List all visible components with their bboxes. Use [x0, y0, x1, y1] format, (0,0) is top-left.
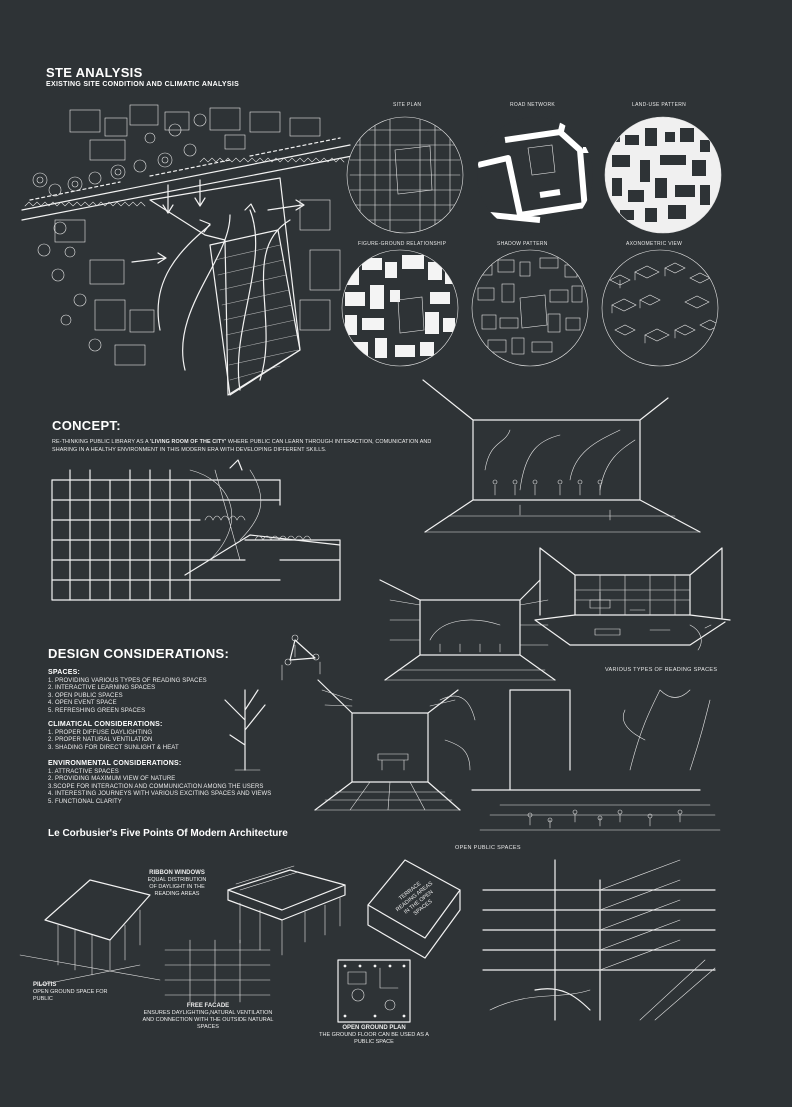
open-public-caption: OPEN PUBLIC SPACES [455, 845, 521, 851]
map-label-figure-ground: FIGURE-GROUND RELATIONSHIP [358, 241, 447, 247]
map-label-shadow-pattern: SHADOW PATTERN [497, 241, 548, 247]
open-plan-label: OPEN GROUND PLAN THE GROUND FLOOR CAN BE… [304, 1025, 444, 1046]
label-title: PILOTIS [33, 982, 57, 988]
list-item: 3. OPEN PUBLIC SPACES [48, 692, 123, 699]
concept-text: RE-THINKING PUBLIC LIBRARY AS A 'LIVING … [52, 439, 432, 453]
ribbon-windows-label: RIBBON WINDOWS EQUAL DISTRIBUTION OF DAY… [142, 870, 212, 898]
environmental-list: 1. ATTRACTIVE SPACES 2. PROVIDING MAXIMU… [48, 769, 271, 806]
list-item: 3.SCOPE FOR INTERACTION AND COMMUNICATIO… [48, 783, 264, 790]
label-title: RIBBON WINDOWS [149, 870, 205, 876]
map-label-land-use: LAND-USE PATTERN [632, 102, 687, 108]
environmental-heading: ENVIRONMENTAL CONSIDERATIONS: [48, 760, 182, 767]
map-label-axonometric: AXONOMETRIC VIEW [626, 241, 683, 247]
pilotis-label: PILOTIS OPEN GROUND SPACE FOR PUBLIC [33, 982, 107, 1003]
list-item: 3. SHADING FOR DIRECT SUNLIGHT & HEAT [48, 744, 179, 751]
corbusier-title: Le Corbusier's Five Points Of Modern Arc… [48, 828, 288, 839]
label-line: AND CONNECTION WITH THE OUTSIDE NATURAL [142, 1017, 274, 1023]
climatic-list: 1. PROPER DIFFUSE DAYLIGHTING 2. PROPER … [48, 730, 179, 752]
label-line: SPACES [197, 1024, 219, 1030]
list-item: 1. ATTRACTIVE SPACES [48, 769, 119, 775]
map-circles [341, 116, 722, 367]
map-label-site-plan: SITE PLAN [393, 102, 422, 108]
label-title: OPEN GROUND PLAN [342, 1025, 406, 1031]
list-item: 2. INTERACTIVE LEARNING SPACES [48, 685, 156, 692]
label-line: EQUAL DISTRIBUTION [147, 877, 207, 883]
list-item: 1. PROVIDING VARIOUS TYPES OF READING SP… [48, 678, 207, 684]
label-line: OF DAYLIGHT IN THE [149, 884, 205, 890]
label-line: READING AREAS [154, 891, 200, 897]
list-item: 4. INTERESTING JOURNEYS WITH VARIOUS EXC… [48, 791, 272, 798]
free-facade-label: FREE FACADE ENSURES DAYLIGHTING,NATURAL … [128, 1003, 288, 1031]
corbusier-sketches [19, 859, 716, 1023]
list-item: 1. PROPER DIFFUSE DAYLIGHTING [48, 730, 153, 736]
list-item: 5. REFRESHING GREEN SPACES [48, 707, 146, 714]
list-item: 4. OPEN EVENT SPACE [48, 700, 117, 707]
label-line: PUBLIC SPACE [354, 1039, 394, 1045]
list-item: 2. PROVIDING MAXIMUM VIEW OF NATURE [48, 776, 176, 783]
label-title: FREE FACADE [186, 1003, 230, 1009]
spaces-list: 1. PROVIDING VARIOUS TYPES OF READING SP… [48, 678, 207, 715]
label-line: OPEN GROUND SPACE FOR [33, 989, 108, 995]
spaces-heading: SPACES: [48, 669, 80, 676]
label-line: ENSURES DAYLIGHTING,NATURAL VENTILATION [143, 1010, 273, 1016]
climatic-heading: CLIMATICAL CONSIDERATIONS: [48, 721, 163, 728]
design-title: DESIGN CONSIDERATIONS: [48, 646, 230, 661]
label-line: PUBLIC [33, 996, 53, 1002]
reading-spaces-caption: VARIOUS TYPES OF READING SPACES [605, 667, 718, 673]
list-item: 2. PROPER NATURAL VENTILATION [48, 737, 153, 744]
site-plan-sketch [21, 104, 353, 396]
site-analysis-subtitle: EXISTING SITE CONDITION AND CLIMATIC ANA… [46, 81, 240, 88]
perspective-room-sketch [422, 379, 701, 533]
concept-highlight: 'LIVING ROOM OF THE CITY' [149, 439, 227, 445]
list-item: 5. FUNCTIONAL CLARITY [48, 798, 122, 805]
concept-section-sketch [51, 459, 341, 601]
site-analysis-title: STE ANALYSIS [46, 65, 143, 80]
design-sketches [224, 634, 721, 831]
label-line: THE GROUND FLOOR CAN BE USED AS A [319, 1032, 429, 1038]
map-label-road-network: ROAD NETWORK [510, 102, 555, 108]
concept-title: CONCEPT: [52, 418, 121, 433]
reading-space-sketches [379, 547, 731, 681]
